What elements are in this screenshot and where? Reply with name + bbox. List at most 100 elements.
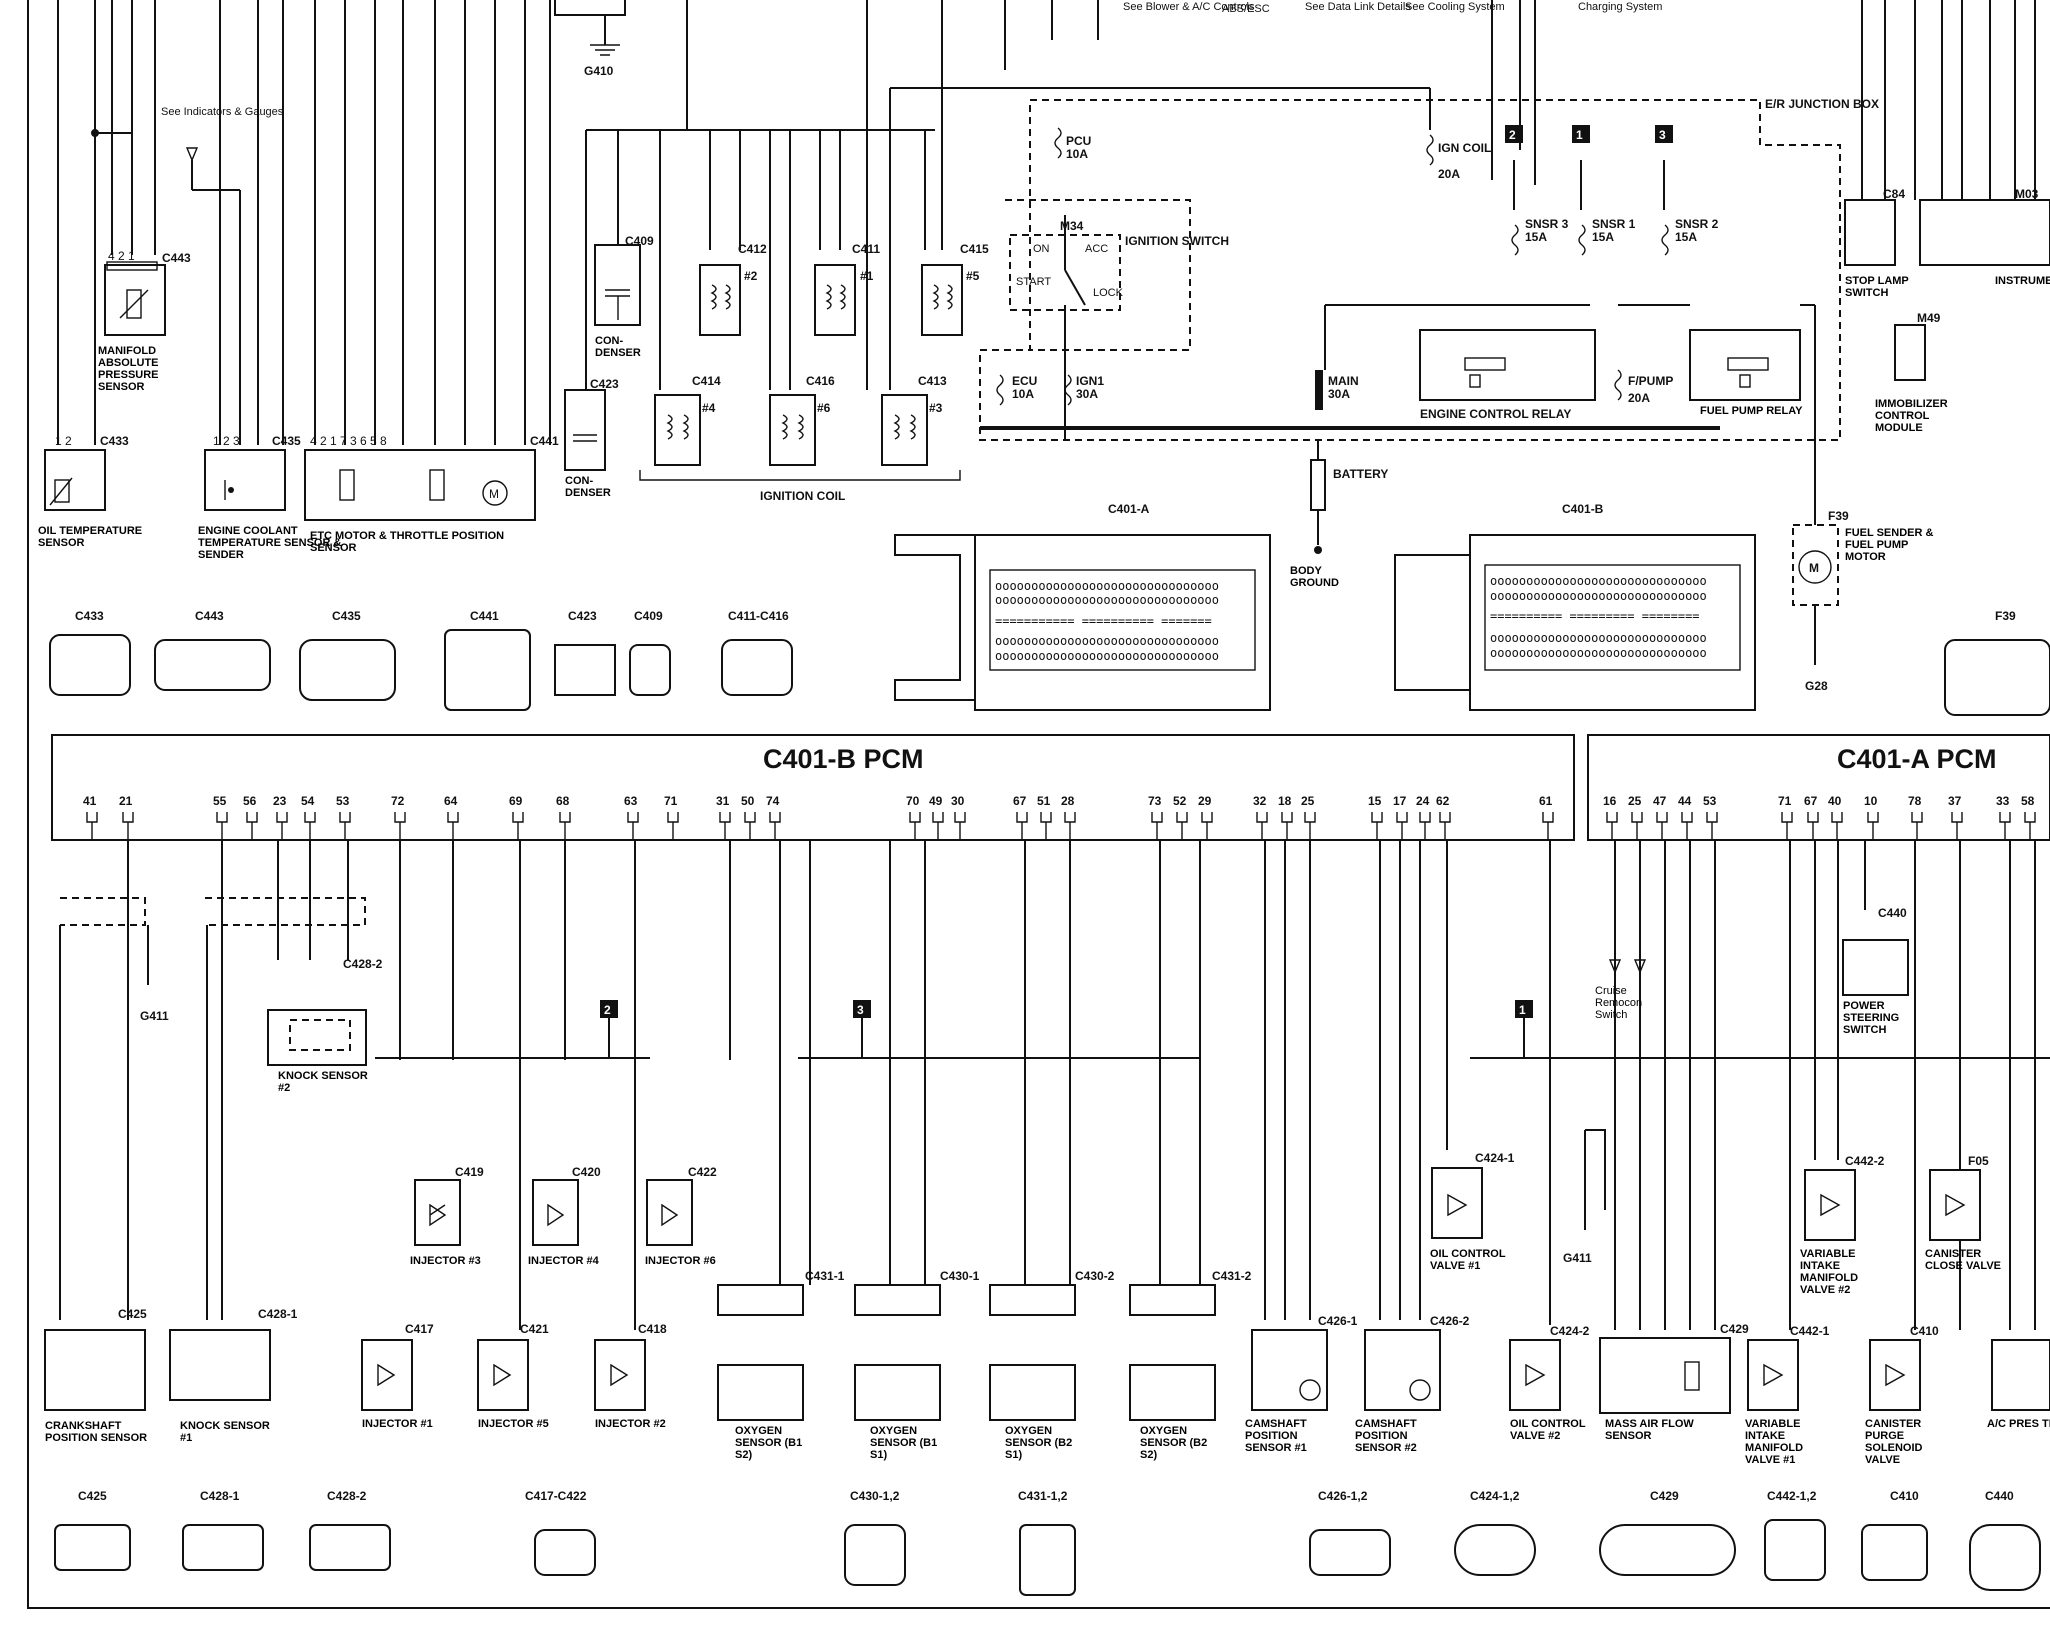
crank-sensor: C425 CRANKSHAFT POSITION SENSOR [44,1307,148,1444]
pcm_a-pin: 33 [1996,794,2010,808]
pcm_b-pin-terminal [1396,812,1408,840]
stop-lamp-label: STOP LAMP SWITCH [1845,275,1909,299]
fuel-sender: M F39 FUEL SENDER & FUEL PUMP MOTOR G28 [1792,509,1933,693]
map-label: MANIFOLD ABSOLUTE PRESSURE SENSOR [98,345,159,393]
o2-3-conn: C430-2 [1075,1269,1115,1283]
pcm_b-pin: 29 [1198,794,1212,808]
pcm_b-pin-terminal [1064,812,1076,840]
bcv-3: C417-C422 [525,1489,587,1503]
pcm_b-pin: 17 [1393,794,1407,808]
cv-f39: F39 [1995,609,2016,623]
pcm_b-pin: 25 [1301,794,1315,808]
pcm_b-pin-terminal [216,812,228,840]
pcm_a-pin-terminal [1706,812,1718,840]
bcv-2: C428-2 [327,1489,367,1503]
vim-valve-2: C442-2 VARIABLE INTAKE MANIFOLD VALVE #2 [1800,1154,1885,1296]
bcv-0: C425 [78,1489,107,1503]
fuse-snsr1-rating: 15A [1592,230,1614,244]
svg-text:oooooooooooooooooooooooooooooo: ooooooooooooooooooooooooooooooo [995,593,1219,607]
bcv-11: C440 [1985,1489,2014,1503]
svg-text:1: 1 [1576,128,1583,142]
pcm_b-pin-terminal [1201,812,1213,840]
o2-sensor-2: C430-1 OXYGEN SENSOR (B1 S1) [854,1269,980,1461]
svg-text:1: 1 [1519,1003,1526,1017]
pcm_a-pin: 67 [1804,794,1818,808]
pcm_b-pin-terminal [719,812,731,840]
inj-l3-conn: C418 [638,1322,667,1336]
inj-l3-label: INJECTOR #2 [595,1418,666,1430]
ign-pos-on: ON [1033,243,1050,255]
pcm_a-pin-terminal [1681,812,1693,840]
pcm_a-pin: 10 [1864,794,1878,808]
fuse-fpump-rating: 20A [1628,391,1650,405]
pcm_b-pin-terminal [86,812,98,840]
pcm_b-pin-terminal [1151,812,1163,840]
pcm_b-pin: 55 [213,794,227,808]
pcm-b-connector: C401-B oooooooooooooooooooooooooooooo oo… [1394,502,1756,711]
pcm_b-pin: 67 [1013,794,1027,808]
vim1-conn: C442-1 [1790,1324,1830,1338]
pcm_a-pin-terminal [1911,812,1923,840]
g411-label-1: G411 [140,1009,169,1023]
knock1-label: KNOCK SENSOR #1 [180,1420,270,1444]
pcm_b-pin: 69 [509,794,523,808]
crank-label: CRANKSHAFT POSITION SENSOR [45,1420,148,1444]
fuse-main: MAIN [1328,374,1359,388]
pcm_a-pin-terminal [1656,812,1668,840]
pcm_a-pin: 40 [1828,794,1842,808]
oil-temp-conn: C433 [100,434,129,448]
note-datalink: See Data Link Details [1305,1,1411,13]
pcm_b-pin-terminal [1256,812,1268,840]
cluster-conn: M03 [2015,187,2039,201]
ocv2-conn: C424-2 [1550,1324,1590,1338]
svg-text:========== ========= =======: ========== ========= ======== [1490,609,1700,623]
coil-upper-1-num: #2 [744,269,758,283]
g410-ground: G410 [554,0,626,78]
coil-lower-3: C413 #3 [881,374,947,466]
o2-sensor-4: C431-2 OXYGEN SENSOR (B2 S2) [1129,1269,1252,1461]
pcm_b-pin: 72 [391,794,405,808]
bcv-5: C431-1,2 [1018,1489,1068,1503]
vim2-label: VARIABLE INTAKE MANIFOLD VALVE #2 [1800,1248,1859,1296]
top-connector-views: C433 C443 C435 C441 C423 C409 C411-C416 … [49,609,2050,716]
fuse-igncoil-rating: 20A [1438,167,1460,181]
bottom-wires: G411 [59,840,2050,1330]
pcm_b-pin: 18 [1278,794,1292,808]
fuse-ecu-rating: 10A [1012,387,1034,401]
pcm-a-pins: ooooooooooooooooooooooooooooooo oooooooo… [995,579,1219,663]
cv-c409: C409 [634,609,663,623]
o2-sensor-1: C431-1 OXYGEN SENSOR (B1 S2) [717,1269,845,1461]
c423-conn: C423 [590,377,619,391]
pcm_b-pin: 54 [301,794,315,808]
ac-label: A/C PRES TRANSDU [1987,1418,2050,1430]
ign-pos-acc: ACC [1085,243,1108,255]
pcm_b-pin-terminal [559,812,571,840]
pcm_b-pin: 30 [951,794,965,808]
pcm_b-pin: 61 [1539,794,1553,808]
fuse-snsr3: SNSR 3 [1525,217,1569,231]
ocv-2: C424-2 OIL CONTROL VALVE #2 [1509,1324,1590,1442]
pcm_b-pin: 32 [1253,794,1267,808]
ecr-label: ENGINE CONTROL RELAY [1420,407,1571,421]
coil-lower-2: C416 #6 [769,374,835,466]
ocv2-label: OIL CONTROL VALVE #2 [1510,1418,1586,1442]
o2-2-label: OXYGEN SENSOR (B1 S1) [870,1425,938,1461]
pcm_a-pin: 58 [2021,794,2035,808]
pcm-a-connector: C401-A ooooooooooooooooooooooooooooooo o… [894,502,1271,711]
header-notes: See Blower & A/C Controls ABS/ESC See Da… [1123,1,1662,15]
o2-1-conn: C431-1 [805,1269,845,1283]
fuse-fpump: F/PUMP [1628,374,1673,388]
pcm_b-pin-terminal [1016,812,1028,840]
coil-lower-1-conn: C414 [692,374,721,388]
inj-u2-conn: C420 [572,1165,601,1179]
fuse-snsr1: SNSR 1 [1592,217,1636,231]
pcm-b-title: C401-B PCM [763,744,924,774]
ignition-coil-label: IGNITION COIL [760,489,845,503]
pcm_a-pin: 37 [1948,794,1962,808]
ignition-switch: IGNITION SWITCH M34 ON ACC START LOCK [1005,199,1229,440]
top-wires [57,0,2036,445]
knock-sensor-1: C428-1 KNOCK SENSOR #1 [169,1307,298,1444]
inj-u1-conn: C419 [455,1165,484,1179]
